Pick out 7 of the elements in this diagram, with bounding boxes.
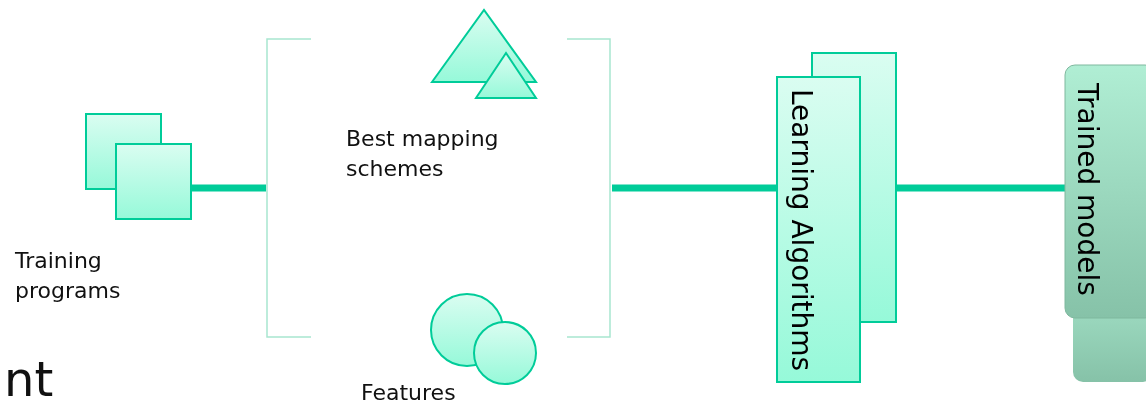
- connector-line: [896, 184, 1065, 192]
- node-label: Training programs: [15, 247, 122, 305]
- heading-fragment: nt: [4, 354, 54, 404]
- panel-label: Learning Algorithms: [785, 89, 817, 372]
- node-label: Features: [361, 379, 457, 407]
- text-label: Best mapping schemes: [346, 125, 500, 183]
- panel-label: Trained models: [1071, 83, 1103, 296]
